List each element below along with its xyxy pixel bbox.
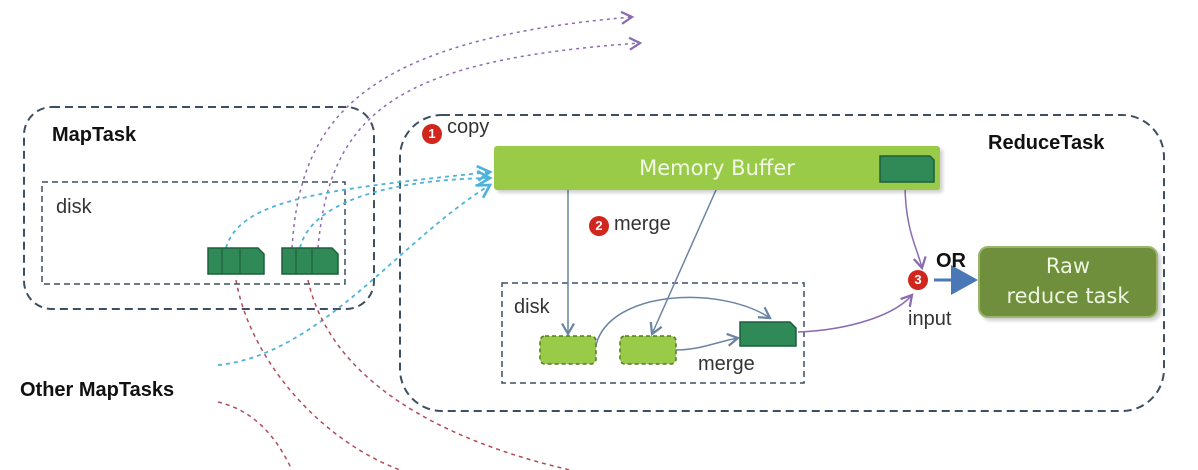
outgoing-arrow-1 xyxy=(291,10,635,249)
step-2-badge: 2 xyxy=(589,216,609,236)
merged-segment xyxy=(739,321,797,347)
step-1-label: copy xyxy=(447,116,490,138)
reduce-disk-label: disk xyxy=(514,296,550,318)
red-dashed-2 xyxy=(307,279,571,470)
copy-arrow-3 xyxy=(217,183,493,366)
step-3-badge: 3 xyxy=(908,270,928,290)
raw-reduce-line-1: Raw xyxy=(1045,254,1091,278)
map-partition-1 xyxy=(207,247,265,275)
or-label: OR xyxy=(936,250,966,272)
maptask-title: MapTask xyxy=(52,124,137,146)
reducetask-box xyxy=(399,114,1165,412)
disk-segment-2 xyxy=(619,335,677,365)
buffer-to-input-arrow xyxy=(904,183,927,271)
disk-merge-arrow-2 xyxy=(675,332,741,351)
disk-merge-label: merge xyxy=(698,353,755,375)
raw-reduce-line-2: reduce task xyxy=(1006,284,1130,308)
step-2-label: merge xyxy=(614,213,671,235)
buffer-spill-segment xyxy=(879,155,935,183)
reducetask-title: ReduceTask xyxy=(988,132,1105,154)
disk-segment-1 xyxy=(539,335,597,365)
disk-to-input-arrow xyxy=(797,293,914,333)
step-1-badge: 1 xyxy=(422,124,442,144)
memory-buffer-label: Memory Buffer xyxy=(639,156,795,180)
disk-merge-arrow-1 xyxy=(595,296,772,346)
reducetask-disk-box xyxy=(501,282,805,384)
outgoing-arrow-2 xyxy=(317,36,643,249)
red-dashed-3 xyxy=(217,401,293,470)
red-dashed-1 xyxy=(235,279,401,470)
merge-arrow-2 xyxy=(649,189,717,337)
map-partition-2 xyxy=(281,247,339,275)
memory-buffer: Memory Buffer xyxy=(494,146,940,190)
other-maptasks-label: Other MapTasks xyxy=(20,379,175,401)
maptask-disk-label: disk xyxy=(56,196,92,218)
maptask-disk-box xyxy=(41,181,346,285)
maptask-box xyxy=(23,106,375,310)
copy-arrow-2 xyxy=(299,169,493,249)
raw-reduce-task-box: Raw reduce task xyxy=(978,246,1158,318)
input-label: input xyxy=(908,308,952,330)
copy-arrow-1 xyxy=(225,164,493,249)
